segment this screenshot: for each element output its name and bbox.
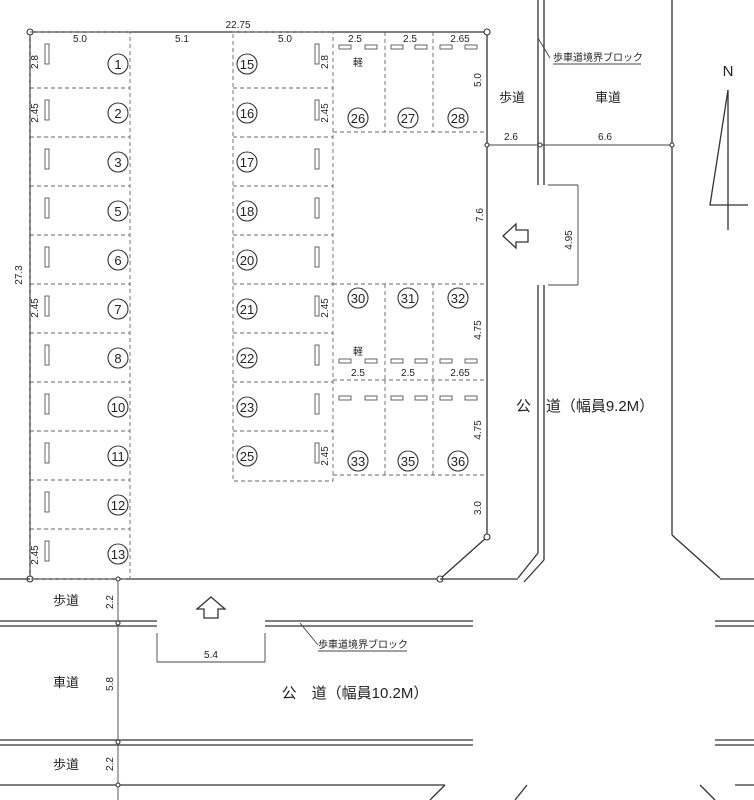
stall-number: 13 <box>111 547 125 562</box>
stall-number: 1 <box>114 57 121 72</box>
stall-number: 33 <box>351 454 365 469</box>
dim-bay-28: 2.65 <box>450 34 470 45</box>
stall-number: 35 <box>401 454 415 469</box>
dim-bay-depth-upper: 4.75 <box>473 320 484 340</box>
east-road: 2.6 6.6 歩道 車道 歩車道境界ブロック 7.6 4.95 公 道（幅員9… <box>475 0 721 583</box>
dim-mid-stall-25: 2.45 <box>320 446 331 466</box>
south-sidewalk-bottom-label: 歩道 <box>53 757 79 772</box>
dim-bay-30: 2.5 <box>351 368 365 379</box>
dim-entrance-east: 4.95 <box>564 230 575 250</box>
stall-number: 36 <box>451 454 465 469</box>
dim-bay-depth-lower: 4.75 <box>473 420 484 440</box>
dim-mid-stall-21: 2.45 <box>320 298 331 318</box>
boundary-block-south-label: 歩車道境界ブロック <box>318 638 408 651</box>
stall-number: 2 <box>114 106 121 121</box>
dim-east-carriage: 6.6 <box>598 132 612 143</box>
stall-number: 17 <box>240 155 254 170</box>
kei-label: 軽 <box>353 346 363 358</box>
east-carriage-label: 車道 <box>595 90 621 105</box>
stall-number: 27 <box>401 111 415 126</box>
dim-corner: 3.0 <box>473 501 484 515</box>
stall-number: 16 <box>240 106 254 121</box>
dim-south-sidewalk-bottom: 2.2 <box>105 757 116 771</box>
stall-number: 7 <box>114 302 121 317</box>
dim-south-carriage: 5.8 <box>105 677 116 691</box>
stall-number: 28 <box>451 111 465 126</box>
stall-number: 30 <box>351 291 365 306</box>
dim-row-left: 5.0 <box>73 34 87 45</box>
north-label: N <box>723 63 734 80</box>
dim-entrance-south: 5.4 <box>204 650 218 661</box>
dim-bay-27: 2.5 <box>403 34 417 45</box>
dim-east-gap: 7.6 <box>475 208 486 222</box>
east-entry-arrow <box>502 222 529 250</box>
dim-left-stall-7: 2.45 <box>30 298 41 318</box>
dim-left-stall-2: 2.45 <box>30 103 41 123</box>
dim-total-width: 22.75 <box>225 20 250 31</box>
south-sidewalk-top-label: 歩道 <box>53 593 79 608</box>
right-bays-top: 軽 5.0 26 27 28 <box>333 32 487 133</box>
left-column: 2.8 2.45 2.45 2.45 1 2 3 5 6 7 8 10 11 1… <box>29 31 131 580</box>
stall-number: 32 <box>451 291 465 306</box>
stall-number: 18 <box>240 204 254 219</box>
stall-number: 21 <box>240 302 254 317</box>
stall-number: 8 <box>114 351 121 366</box>
dim-south-sidewalk-top: 2.2 <box>105 595 116 609</box>
dim-left-stall-top: 2.8 <box>30 55 41 69</box>
south-road: 2.2 5.8 2.2 歩道 車道 歩道 5.4 歩車道境界ブロック 公 道（幅… <box>0 576 754 800</box>
dim-bay-26: 2.5 <box>348 34 362 45</box>
stall-number: 12 <box>111 498 125 513</box>
south-entry-arrow <box>195 596 227 619</box>
right-bays-bottom: 4.75 33 35 36 3.0 <box>333 380 487 515</box>
kei-label: 軽 <box>353 57 363 69</box>
dim-mid-stall-16: 2.45 <box>320 103 331 123</box>
stall-number: 6 <box>114 253 121 268</box>
stall-number: 26 <box>351 111 365 126</box>
stall-number: 22 <box>240 351 254 366</box>
dim-row-mid: 5.0 <box>278 34 292 45</box>
site-boundary <box>26 28 491 583</box>
stall-number: 11 <box>111 449 125 464</box>
stall-number: 15 <box>240 57 254 72</box>
right-bays-middle: 30 31 32 軽 2.5 2.5 2.65 4.75 <box>333 283 487 381</box>
boundary-block-east-label: 歩車道境界ブロック <box>553 51 643 64</box>
dim-total-depth: 27.3 <box>14 265 25 285</box>
dim-east-depth: 5.0 <box>473 73 484 87</box>
dim-east-sidewalk: 2.6 <box>504 132 518 143</box>
stall-number: 25 <box>240 449 254 464</box>
middle-column: 2.8 2.45 2.45 2.45 15 16 17 18 20 21 22 … <box>232 31 334 482</box>
stall-number: 23 <box>240 400 254 415</box>
south-road-label: 公 道（幅員10.2M） <box>282 685 429 702</box>
east-sidewalk-label: 歩道 <box>499 90 525 105</box>
dim-left-stall-13: 2.45 <box>30 545 41 565</box>
south-carriage-label: 車道 <box>53 675 79 690</box>
stall-number: 20 <box>240 253 254 268</box>
stall-number: 3 <box>114 155 121 170</box>
dim-mid-stall-top: 2.8 <box>320 55 331 69</box>
east-road-label: 公 道（幅員9.2M） <box>516 398 654 415</box>
stall-number: 31 <box>401 291 415 306</box>
stall-number: 5 <box>114 204 121 219</box>
dim-bay-31: 2.5 <box>401 368 415 379</box>
north-arrow: N <box>709 63 748 230</box>
dim-bay-32: 2.65 <box>450 368 470 379</box>
stall-number: 10 <box>111 400 125 415</box>
dim-aisle: 5.1 <box>175 34 189 45</box>
